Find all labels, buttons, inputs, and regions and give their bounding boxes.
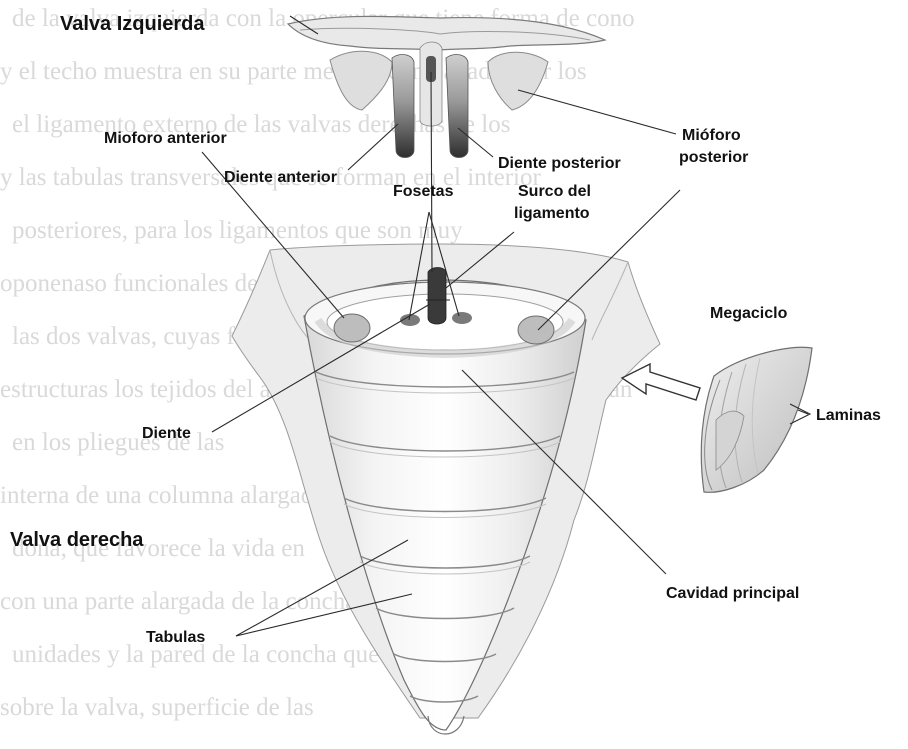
label-mioforo-posterior-1: Mióforo <box>682 127 741 144</box>
left-diente-anterior <box>392 55 414 158</box>
label-cavidad-principal: Cavidad principal <box>666 585 799 602</box>
label-valva-izquierda: Valva Izquierda <box>60 13 205 35</box>
label-mioforo-anterior: Mioforo anterior <box>104 130 227 147</box>
left-valve <box>288 16 605 157</box>
right-diente <box>428 268 446 325</box>
label-surco-2: ligamento <box>514 205 590 222</box>
left-diente-posterior <box>446 55 468 158</box>
label-valva-derecha: Valva derecha <box>10 529 144 551</box>
megaciclo-block <box>701 347 812 492</box>
label-tabulas: Tabulas <box>146 629 205 646</box>
megaciclo-arrow <box>622 364 700 400</box>
label-megaciclo: Megaciclo <box>710 305 788 322</box>
foseta-right <box>452 312 472 324</box>
left-mioforo-posterior <box>488 52 548 110</box>
label-diente-anterior: Diente anterior <box>224 169 337 186</box>
label-surco-1: Surco del <box>518 183 591 200</box>
label-diente-posterior: Diente posterior <box>498 155 621 172</box>
right-socket-left <box>334 314 370 342</box>
left-mioforo-anterior <box>330 51 392 110</box>
label-mioforo-posterior-2: posterior <box>679 149 748 166</box>
label-diente: Diente <box>142 425 191 442</box>
label-fosetas: Fosetas <box>393 183 454 200</box>
label-laminas: Laminas <box>816 407 881 424</box>
right-valve <box>232 244 660 734</box>
